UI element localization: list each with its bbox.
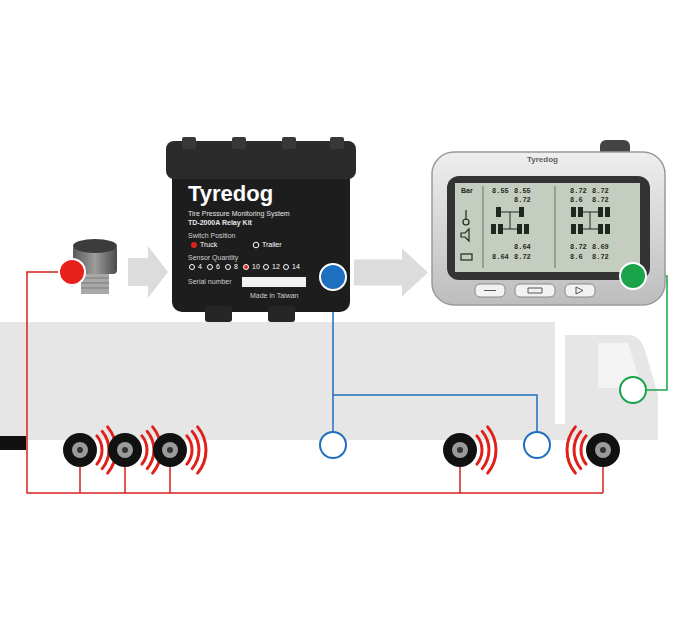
quantity-option: 14 (292, 263, 300, 270)
switch-marker (191, 242, 197, 248)
button-icon (484, 287, 583, 294)
quantity-marker (190, 265, 195, 270)
switch-option: Trailer (262, 241, 282, 248)
quantity-option: 8 (234, 263, 238, 270)
switch-option: Truck (200, 241, 217, 248)
repeater-housing (166, 137, 356, 322)
relay-box: TyredogTire Pressure Monitoring SystemTD… (170, 140, 352, 312)
monitor-button (515, 284, 555, 297)
screen-divider (483, 186, 484, 268)
sensor-thread (81, 278, 109, 288)
monitor-dot (620, 263, 646, 289)
truck-silhouette (0, 322, 658, 450)
serial-label: Serial number (188, 278, 232, 285)
quantity-marker (244, 265, 249, 270)
connector-plug (268, 306, 295, 322)
wheels (63, 433, 620, 467)
origin-note: Made in Taiwan (250, 292, 299, 299)
quantity-marker (226, 265, 231, 270)
quantity-label: Sensor Quantity (188, 254, 238, 261)
quantity-option: 12 (272, 263, 280, 270)
signal-waves (97, 427, 586, 473)
wheel (108, 433, 142, 467)
quantity-marker (264, 265, 269, 270)
lid-latch (330, 137, 344, 149)
sensor-wire (80, 467, 603, 493)
wheel (443, 433, 477, 467)
lid-latch (182, 137, 196, 149)
signal-wave (187, 427, 206, 473)
pressure-reading: 8.55 (514, 188, 531, 195)
pressure-reading: 8.72 (514, 197, 531, 204)
unit-label: Bar (461, 187, 473, 194)
truck-cab (565, 335, 658, 440)
status-icons (461, 210, 472, 260)
mount-point (320, 432, 346, 458)
speaker-icon (461, 229, 469, 241)
pressure-reading: 8.72 (592, 188, 609, 195)
switch-label: Switch Position (188, 232, 235, 239)
quantity-option: 4 (198, 263, 202, 270)
signal-wave (477, 427, 496, 473)
model-name: TD-2000A Relay Kit (188, 219, 252, 226)
quantity-option: 10 (252, 263, 260, 270)
pressure-reading: 8.72 (592, 197, 609, 204)
pressure-reading: 8.55 (492, 188, 509, 195)
pressure-reading: 8.72 (592, 254, 609, 261)
lid-latch (282, 137, 296, 149)
trailer-body (0, 322, 555, 440)
wheel (153, 433, 187, 467)
signal-arrow (128, 246, 168, 298)
serial-field (242, 277, 306, 287)
pressure-reading: 8.69 (592, 244, 609, 251)
signal-arrow (354, 249, 428, 297)
housing-body (172, 165, 350, 312)
pressure-reading: 8.64 (514, 244, 531, 251)
lid-latch (232, 137, 246, 149)
brand-name: Tyredog (527, 156, 558, 164)
monitor-display: TyredogBar 8.55 8.55 8.72 8.72 8.72 8.6 8.72 8.6… (430, 150, 667, 307)
signal-wave (567, 427, 586, 473)
monitor-bezel (432, 152, 665, 305)
battery-icon (461, 254, 472, 260)
pressure-reading: 8.6 (570, 254, 583, 261)
wheel (63, 433, 97, 467)
sensor-top (73, 239, 117, 253)
thermometer-icon (463, 210, 469, 225)
mount-point (524, 432, 550, 458)
brand-name: Tyredog (188, 182, 273, 205)
wheel (586, 433, 620, 467)
screen-divider (555, 186, 556, 268)
monitor-button (565, 284, 595, 297)
pressure-reading: 8.64 (492, 254, 509, 261)
pressure-reading: 8.72 (570, 244, 587, 251)
pressure-reading: 8.6 (570, 197, 583, 204)
repeater-wire (332, 395, 334, 432)
monitor-housing (432, 140, 665, 305)
connector-plug (205, 306, 232, 322)
screen-frame (447, 176, 650, 280)
tire-icons (491, 207, 610, 234)
sensor-dot (59, 259, 85, 285)
pressure-reading: 8.72 (570, 188, 587, 195)
repeater-dot (320, 264, 346, 290)
pressure-reading: 8.72 (514, 254, 531, 261)
product-name: Tire Pressure Monitoring System (188, 210, 290, 217)
switch-marker (253, 242, 259, 248)
lcd-screen (455, 183, 640, 272)
quantity-marker (284, 265, 289, 270)
quantity-marker (208, 265, 213, 270)
quantity-option: 6 (216, 263, 220, 270)
mount-point (620, 377, 646, 403)
trailer-hitch (0, 436, 26, 450)
